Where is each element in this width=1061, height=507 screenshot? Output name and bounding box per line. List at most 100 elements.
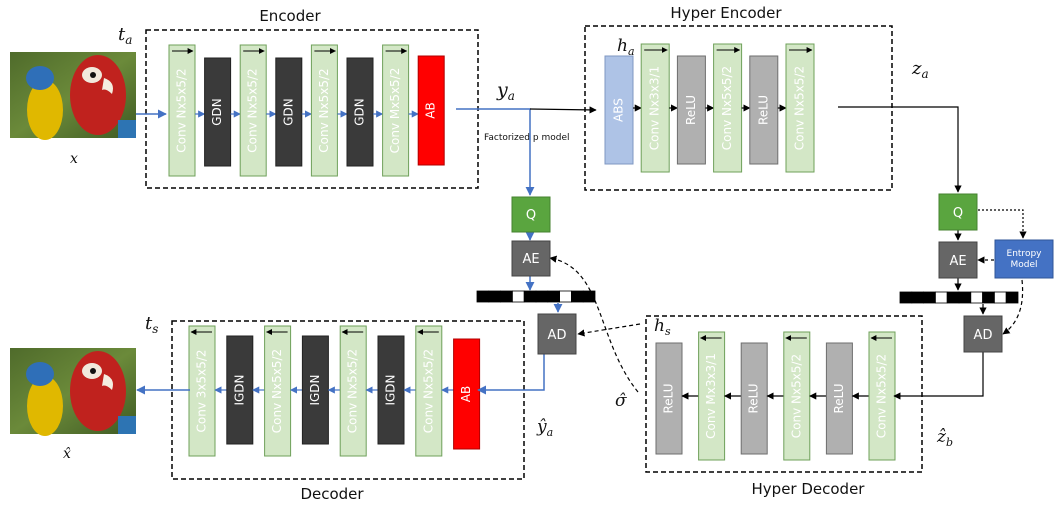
- decoder-layers: Conv 3x5x5/2 IGDN Conv Nx5x5/2 IGDN Conv Nx5…: [188, 325, 481, 457]
- decoder-layers-5: IGDN: [377, 335, 405, 445]
- bit-cell: [488, 290, 501, 303]
- layer-block: [640, 43, 670, 173]
- layer-label: ReLU: [832, 383, 846, 413]
- layer-label: GDN: [353, 98, 367, 126]
- layer-block: [377, 335, 405, 445]
- decoder-layers-2: Conv Nx5x5/2: [264, 325, 292, 457]
- hyper-decoder-layers-4: ReLU: [825, 342, 853, 455]
- layer-block: [168, 44, 196, 177]
- bit-cell: [547, 290, 560, 303]
- layer-label: ReLU: [662, 383, 676, 413]
- hyper-encoder-title: Hyper Encoder: [670, 4, 782, 22]
- layer-block: [713, 43, 743, 173]
- hyper-decoder-layers-0: ReLU: [655, 342, 683, 455]
- bit-cell: [982, 291, 995, 304]
- layer-block: [226, 335, 254, 445]
- encoder-layers-1: GDN: [204, 57, 232, 167]
- layer-label: Conv Nx5x5/2: [793, 66, 807, 150]
- encoder-layers-5: GDN: [346, 57, 374, 167]
- arrow-q2-to-entropy: [978, 209, 1027, 239]
- bit-cell: [476, 290, 490, 303]
- encoder-layers-2: Conv Nx5x5/2: [239, 44, 267, 177]
- layer-label: Conv Nx5x5/2: [270, 349, 284, 433]
- layer-block: [346, 57, 374, 167]
- decoder-box: [171, 320, 525, 480]
- layer-label: Conv Nx5x5/2: [246, 68, 260, 152]
- bit-cell: [500, 290, 513, 303]
- encoder-layers-3: GDN: [275, 57, 303, 167]
- layer-label: ReLU: [747, 383, 761, 413]
- arrow-za-to-q2: [838, 106, 962, 193]
- layer-block: [868, 331, 896, 461]
- layer-block: [301, 335, 329, 445]
- t-a-label: ta: [118, 24, 132, 47]
- bit-cell: [994, 291, 1007, 304]
- t-s-label: ts: [145, 313, 158, 336]
- layer-block: [655, 342, 683, 455]
- output-image: [10, 348, 136, 436]
- bit-cell: [899, 291, 913, 304]
- ae-label-1: AE: [522, 252, 539, 267]
- ae-block-2: AE: [938, 241, 978, 279]
- input-image: [10, 52, 136, 140]
- layer-label: Conv Nx5x5/2: [421, 349, 435, 433]
- h-s-label: hs: [654, 316, 671, 338]
- decoder-layers-1: IGDN: [226, 335, 254, 445]
- layer-label: Conv Nx5x5/2: [875, 354, 889, 438]
- bit-cell: [923, 291, 936, 304]
- bit-cell: [946, 291, 960, 304]
- ae-block-1: AE: [511, 240, 551, 277]
- ae-label-2: AE: [949, 254, 966, 269]
- bitstream-1: [476, 290, 596, 303]
- layer-block: [749, 55, 779, 165]
- layer-block: [698, 331, 726, 461]
- layer-label: Conv Nx5x5/2: [175, 68, 189, 152]
- bit-cell: [1005, 291, 1019, 304]
- sigma-hat-label: σ̂: [615, 391, 627, 411]
- layer-label: ABS: [612, 98, 626, 122]
- bit-cell: [958, 291, 972, 304]
- hyper-encoder-layers-0: ABS: [604, 55, 634, 165]
- bitstream-2: [899, 291, 1019, 304]
- layer-block: [417, 55, 445, 166]
- layer-label: IGDN: [232, 374, 246, 405]
- layer-block: [239, 44, 267, 177]
- layer-label: Conv Mx5x5/2: [388, 68, 402, 154]
- encoder-layers-4: Conv Nx5x5/2: [310, 44, 338, 177]
- hyper-encoder-layers-1: Conv Nx3x3/1: [640, 43, 670, 173]
- arrow-sigma-to-ae: [549, 255, 639, 393]
- layer-label: Conv Nx5x5/2: [789, 354, 803, 438]
- decoder-layers-4: Conv Nx5x5/2: [339, 325, 367, 457]
- ad-label-2: AD: [974, 328, 993, 343]
- layer-label: GDN: [281, 98, 295, 126]
- bit-cell: [559, 290, 572, 303]
- layer-block: [453, 338, 481, 450]
- bit-cell: [970, 291, 983, 304]
- q-label-1: Q: [526, 208, 536, 223]
- y-hat-a-label: ŷa: [536, 417, 553, 439]
- decoder-layers-3: IGDN: [301, 335, 329, 445]
- layer-label: Conv Nx5x5/2: [720, 66, 734, 150]
- layer-block: [204, 57, 232, 167]
- bit-cell: [582, 290, 596, 303]
- hyper-encoder-layers-4: ReLU: [749, 55, 779, 165]
- layer-label: AB: [424, 102, 438, 118]
- layer-block: [275, 57, 303, 167]
- z-hat-b-label: ẑb: [936, 427, 953, 449]
- bit-cell: [535, 290, 549, 303]
- layer-block: [676, 55, 706, 165]
- decoder-layers-0: Conv 3x5x5/2: [188, 325, 216, 457]
- arrow-ya-to-q: [456, 108, 535, 196]
- q-label-2: Q: [953, 206, 963, 221]
- hyper-encoder-layers-5: Conv Nx5x5/2: [785, 43, 815, 173]
- z-a-label: za: [911, 58, 929, 81]
- bit-cell: [512, 290, 525, 303]
- arrow-ya-to-hyper-encoder: [529, 106, 597, 114]
- y-a-label: ya: [496, 79, 515, 103]
- layer-block: [310, 44, 338, 177]
- q-block-2: Q: [938, 193, 978, 231]
- bit-cell: [911, 291, 924, 304]
